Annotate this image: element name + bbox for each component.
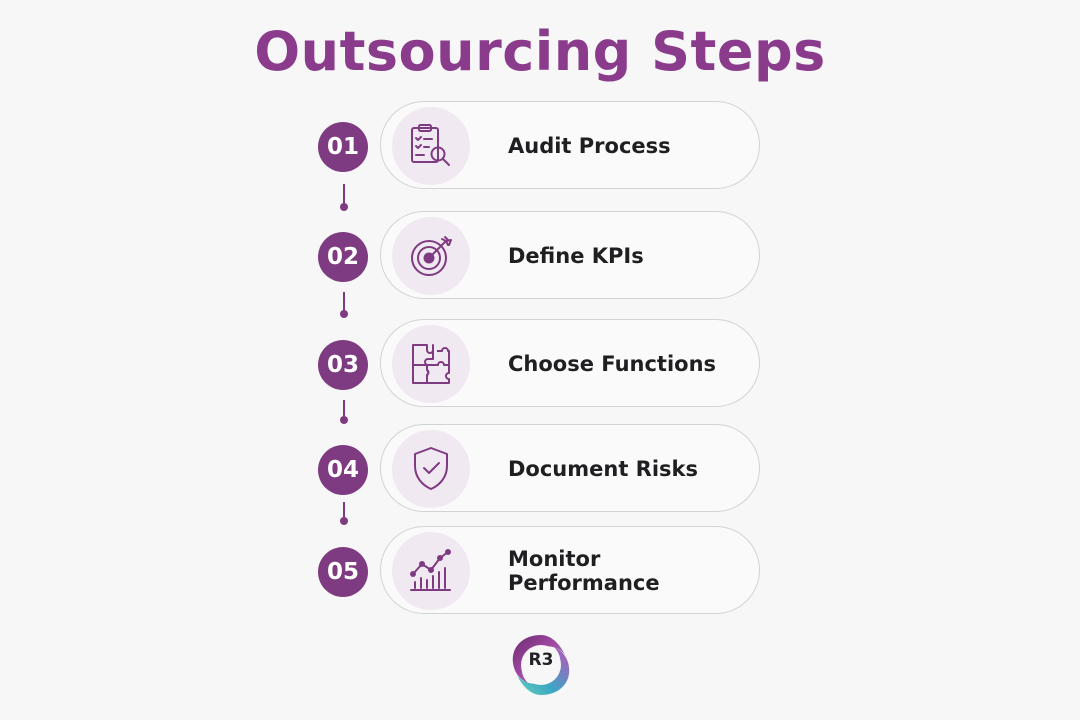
step-connector	[343, 292, 345, 312]
step-connector-dot	[340, 517, 348, 525]
step-card: Audit Process	[380, 101, 760, 189]
step-connector-dot	[340, 416, 348, 424]
step-card: Monitor Performance	[380, 526, 760, 614]
step-label: Audit Process	[508, 134, 671, 158]
step-5: 05 Monitor Per	[318, 526, 764, 616]
step-card: Choose Functions	[380, 319, 760, 407]
page-title: Outsourcing Steps	[254, 20, 826, 83]
logo-text: R3	[528, 650, 554, 670]
step-connector-dot	[340, 310, 348, 318]
step-number-badge: 01	[318, 122, 368, 172]
step-label: Document Risks	[508, 457, 699, 481]
step-label: Choose Functions	[508, 352, 717, 376]
step-2: 02 Define KPIs	[318, 211, 764, 301]
step-label: Monitor Performance	[508, 547, 660, 595]
step-connector	[343, 184, 345, 206]
step-number-badge: 05	[318, 547, 368, 597]
puzzle-icon	[392, 325, 470, 403]
trend-chart-icon	[392, 532, 470, 610]
clipboard-search-icon	[392, 107, 470, 185]
step-card: Define KPIs	[380, 211, 760, 299]
step-connector	[343, 502, 345, 520]
step-connector	[343, 400, 345, 420]
step-number-badge: 02	[318, 232, 368, 282]
target-arrow-icon	[392, 217, 470, 295]
step-1: 01 Audit Process	[318, 101, 764, 191]
shield-check-icon	[392, 430, 470, 508]
step-number-badge: 04	[318, 445, 368, 495]
step-4: 04 Document Risks	[318, 424, 764, 514]
step-label: Define KPIs	[508, 244, 644, 268]
step-3: 03 Choose Functions	[318, 319, 764, 409]
step-connector-dot	[340, 203, 348, 211]
r3-logo	[512, 635, 570, 695]
step-card: Document Risks	[380, 424, 760, 512]
step-number-badge: 03	[318, 340, 368, 390]
